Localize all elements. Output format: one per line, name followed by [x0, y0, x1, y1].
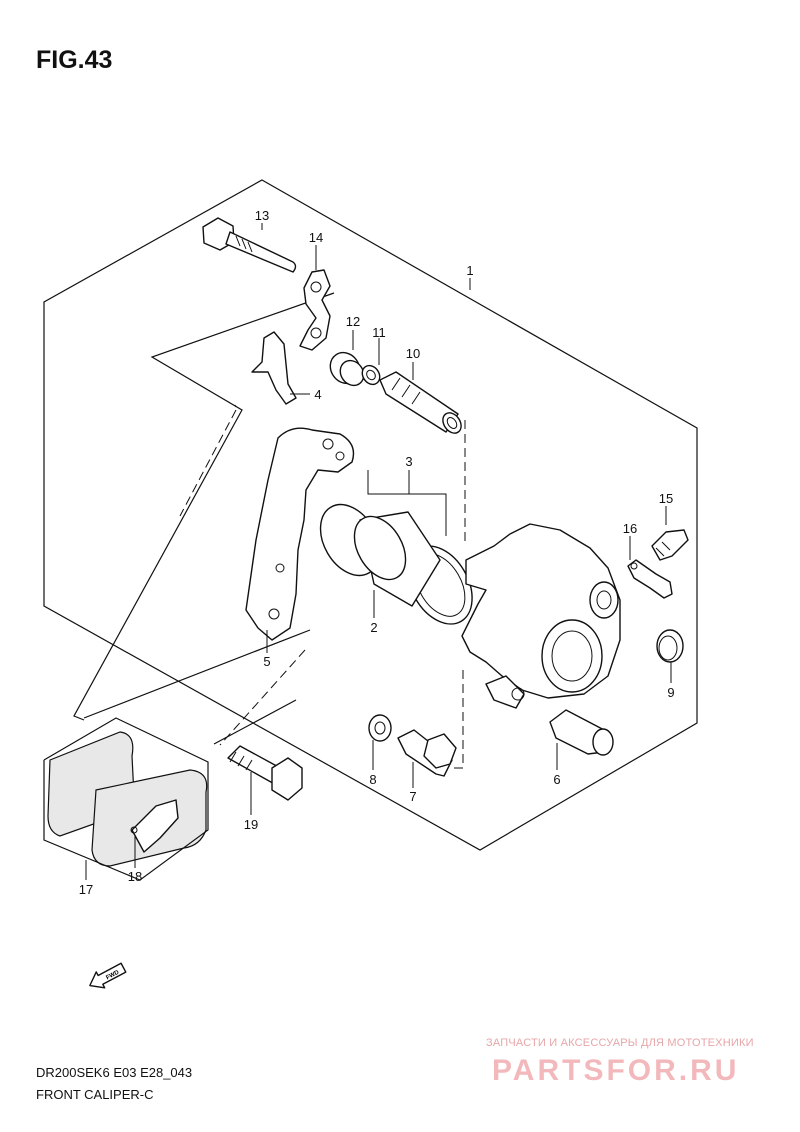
leader-3: [367, 470, 447, 536]
part-7-bolt: [397, 729, 457, 777]
part-5-bracket: [245, 427, 355, 641]
watermark-logo: PARTSFOR.RU: [492, 1054, 739, 1087]
callout-19: 19: [244, 817, 258, 832]
part-4-pad-spring: [251, 331, 297, 405]
callout-18: 18: [128, 869, 142, 884]
callout-8: 8: [369, 772, 376, 787]
callout-2: 2: [370, 620, 377, 635]
figure-title: FIG.43: [36, 46, 113, 74]
part-15-bleeder-valve: [651, 529, 689, 561]
part-2-piston: [353, 511, 441, 607]
caliper-body: [461, 523, 621, 709]
part-13-bolt: [202, 217, 297, 273]
callout-17: 17: [79, 882, 93, 897]
part-17-pad-set: [47, 731, 208, 867]
pad-subframe-box: [43, 717, 209, 881]
fwd-arrow-icon: FWD: [89, 962, 127, 989]
diagram-code: DR200SEK6 E03 E28_043: [36, 1065, 193, 1080]
assembly-line-bolt: [452, 670, 464, 769]
part-8-washer: [368, 714, 392, 742]
callout-7: 7: [409, 789, 416, 804]
part-10-slide-pin: [379, 371, 462, 434]
callout-10: 10: [406, 346, 420, 361]
callout-9: 9: [667, 685, 674, 700]
part-9-plug: [656, 629, 684, 663]
pad-subframe-line: [83, 629, 311, 719]
watermark-logo-text: PARTSFOR.RU: [492, 1054, 739, 1087]
part-12-boot: [329, 351, 365, 387]
assembly-line-bracket: [179, 409, 237, 517]
part-14-clip: [299, 269, 331, 351]
part-11-ring: [361, 364, 381, 386]
part-19-bolt: [227, 745, 303, 801]
callout-4: 4: [314, 387, 321, 402]
part-18-shim: [130, 799, 179, 853]
part-16-bleeder-cap: [627, 559, 673, 599]
part-6-pin-bolt: [549, 709, 614, 756]
assembly-line-pads: [219, 649, 306, 746]
callout-16: 16: [623, 521, 637, 536]
diagram-name: FRONT CALIPER-C: [36, 1087, 154, 1102]
callout-13: 13: [255, 208, 269, 223]
callout-1: 1: [466, 263, 473, 278]
subframe-joint: [234, 404, 237, 408]
caliper-assembly-frame: [43, 179, 698, 851]
callout-3: 3: [405, 454, 412, 469]
callout-11: 11: [372, 325, 386, 340]
callout-12: 12: [346, 314, 360, 329]
bracket-subframe: [73, 292, 335, 721]
callout-5: 5: [263, 654, 270, 669]
callout-6: 6: [553, 772, 560, 787]
watermark-tagline: ЗАПЧАСТИ И АКСЕССУАРЫ ДЛЯ МОТОТЕХНИКИ: [486, 1037, 754, 1049]
callout-15: 15: [659, 491, 673, 506]
callout-14: 14: [309, 230, 323, 245]
